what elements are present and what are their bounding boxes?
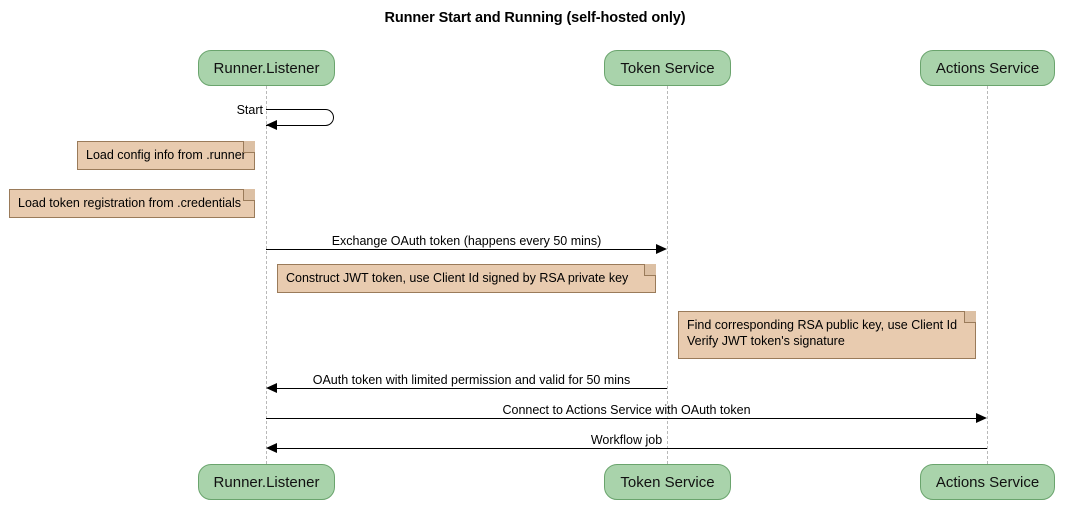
- self-message-loop-start: [266, 109, 334, 126]
- message-line-oauth-return: [277, 388, 667, 389]
- participant-token-top[interactable]: Token Service: [604, 50, 731, 86]
- note-line: Construct JWT token, use Client Id signe…: [286, 271, 629, 285]
- message-arrowhead-exchange: [656, 244, 667, 254]
- participant-runner-bottom[interactable]: Runner.Listener: [198, 464, 335, 500]
- note-load-credentials: Load token registration from .credential…: [9, 189, 255, 218]
- participant-runner-top[interactable]: Runner.Listener: [198, 50, 335, 86]
- participant-label: Token Service: [620, 474, 715, 491]
- note-construct-jwt: Construct JWT token, use Client Id signe…: [277, 264, 656, 293]
- note-line: Verify JWT token's signature: [687, 334, 845, 348]
- message-arrowhead-workflow: [266, 443, 277, 453]
- participant-label: Actions Service: [935, 60, 1040, 77]
- participant-token-bottom[interactable]: Token Service: [604, 464, 731, 500]
- message-line-workflow: [277, 448, 987, 449]
- note-load-config: Load config info from .runner: [77, 141, 255, 170]
- participant-actions-top[interactable]: Actions Service: [920, 50, 1055, 86]
- participant-label: Token Service: [620, 60, 715, 77]
- message-label-oauth-return: OAuth token with limited permission and …: [312, 373, 631, 387]
- page-title: Runner Start and Running (self-hosted on…: [384, 10, 686, 26]
- note-line: Load token registration from .credential…: [18, 196, 242, 210]
- lifeline-token: [667, 86, 668, 464]
- self-message-label-start: Start: [236, 103, 263, 117]
- note-fold-icon: [243, 141, 255, 153]
- note-fold-icon: [964, 311, 976, 323]
- message-arrowhead-oauth-return: [266, 383, 277, 393]
- note-line: Load config info from .runner: [86, 148, 246, 162]
- note-line: Find corresponding RSA public key, use C…: [687, 318, 958, 332]
- participant-label: Runner.Listener: [213, 60, 320, 77]
- message-label-exchange: Exchange OAuth token (happens every 50 m…: [331, 234, 602, 248]
- lifeline-runner: [266, 86, 267, 464]
- participant-label: Runner.Listener: [213, 474, 320, 491]
- message-label-connect: Connect to Actions Service with OAuth to…: [502, 403, 751, 417]
- message-arrowhead-connect: [976, 413, 987, 423]
- note-fold-icon: [243, 189, 255, 201]
- note-fold-icon: [644, 264, 656, 276]
- participant-label: Actions Service: [935, 474, 1040, 491]
- message-line-exchange: [266, 249, 656, 250]
- self-message-arrowhead-start: [266, 120, 277, 130]
- note-verify-jwt: Find corresponding RSA public key, use C…: [678, 311, 976, 359]
- lifeline-actions: [987, 86, 988, 464]
- participant-actions-bottom[interactable]: Actions Service: [920, 464, 1055, 500]
- message-label-workflow: Workflow job: [590, 433, 663, 447]
- message-line-connect: [266, 418, 976, 419]
